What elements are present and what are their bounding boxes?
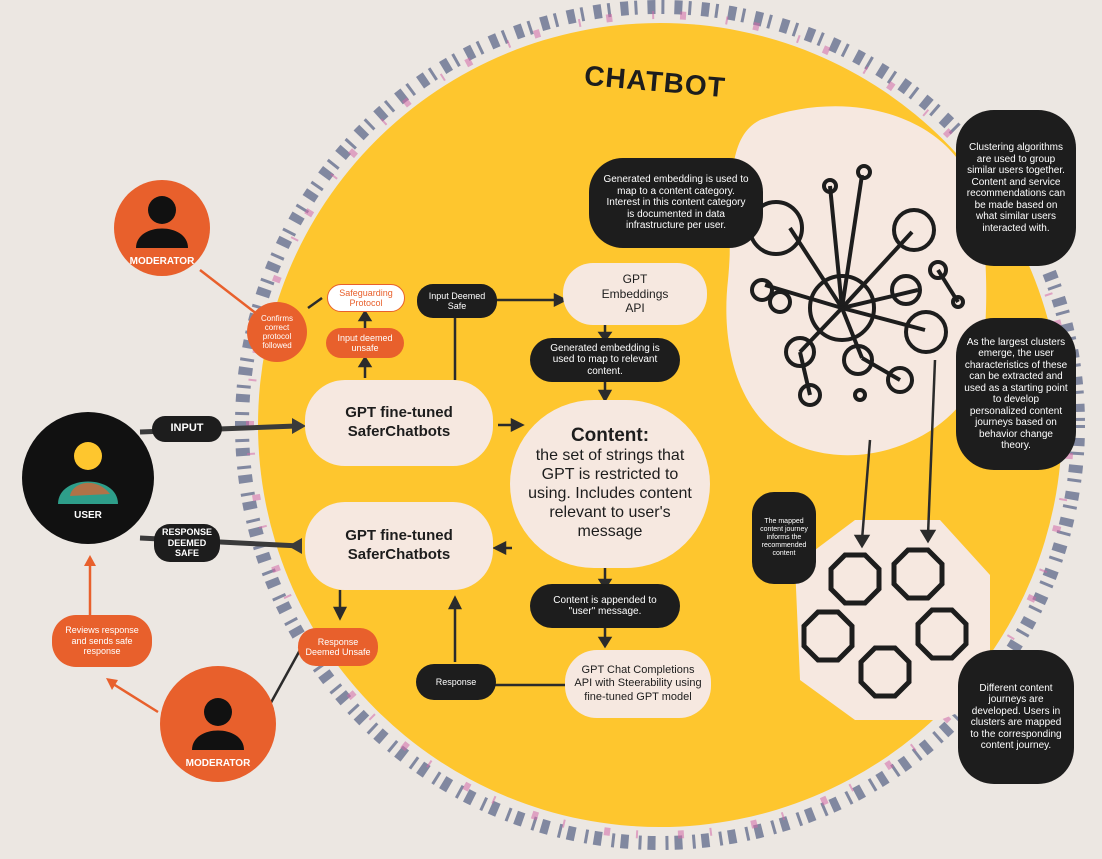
moderator-top-head-icon bbox=[148, 196, 176, 224]
moderator-bottom-body-icon bbox=[192, 730, 244, 750]
node-safeguarding-protocol: Safeguarding Protocol bbox=[327, 284, 405, 312]
moderator-review-arrow bbox=[109, 680, 159, 714]
moderator-bottom-head-icon bbox=[204, 698, 232, 726]
node-gpt-finetuned-top: GPT fine-tuned SaferChatbots bbox=[305, 380, 493, 466]
input-arrow-label: INPUT bbox=[152, 416, 222, 442]
node-generated-embedding-category: Generated embedding is used to map to a … bbox=[589, 158, 763, 248]
node-input-safe: Input Deemed Safe bbox=[417, 284, 497, 318]
moderator-review-arrowhead bbox=[106, 678, 118, 690]
node-gpt-finetuned-bottom: GPT fine-tuned SaferChatbots bbox=[305, 502, 493, 590]
node-content: Content: the set of strings that GPT is … bbox=[510, 400, 710, 568]
user-label: USER bbox=[74, 509, 102, 521]
moderator-bottom-label: MODERATOR bbox=[185, 757, 251, 769]
node-response: Response bbox=[416, 664, 496, 700]
user-circle bbox=[22, 412, 154, 544]
moderator-top-body-icon bbox=[136, 228, 188, 248]
node-content-appended: Content is appended to "user" message. bbox=[530, 584, 680, 628]
node-response-unsafe: Response Deemed Unsafe bbox=[298, 628, 378, 666]
node-clustering-algorithms: Clustering algorithms are used to group … bbox=[956, 110, 1076, 266]
reviews-to-user-arrowhead bbox=[84, 555, 96, 566]
input-arrowhead bbox=[292, 418, 306, 434]
node-input-unsafe: Input deemed unsafe bbox=[326, 328, 404, 358]
node-reviews-response: Reviews response and sends safe response bbox=[52, 615, 152, 667]
user-head-icon bbox=[74, 442, 102, 470]
content-title: Content: bbox=[570, 425, 650, 447]
unsafe-to-moderator-arrow bbox=[266, 649, 302, 709]
node-different-journeys: Different content journeys are developed… bbox=[958, 650, 1074, 784]
user-body-pattern bbox=[70, 482, 110, 496]
response-safe-arrow-label: RESPONSE DEEMED SAFE bbox=[154, 524, 220, 562]
moderator-top-label: MODERATOR bbox=[129, 255, 195, 267]
node-largest-clusters: As the largest clusters emerge, the user… bbox=[956, 318, 1076, 470]
node-chat-completions-api: GPT Chat Completions API with Steerabili… bbox=[565, 650, 711, 718]
network-graph-icon bbox=[748, 164, 965, 407]
node-mapped-content-journey: The mapped content journey informs the r… bbox=[752, 492, 816, 584]
content-body: the set of strings that GPT is restricte… bbox=[528, 447, 692, 540]
moderator-confirm-arrow bbox=[199, 269, 263, 319]
moderator-top-circle bbox=[114, 180, 210, 276]
content-journey-icons bbox=[801, 547, 969, 699]
node-embeddings-api: GPT Embeddings API bbox=[563, 263, 707, 325]
decorative-ring bbox=[235, 0, 1085, 850]
node-generated-embedding-map: Generated embedding is used to map to re… bbox=[530, 338, 680, 382]
node-confirms-protocol: Confirms correct protocol followed bbox=[247, 302, 307, 362]
response-arrowhead bbox=[288, 538, 302, 554]
